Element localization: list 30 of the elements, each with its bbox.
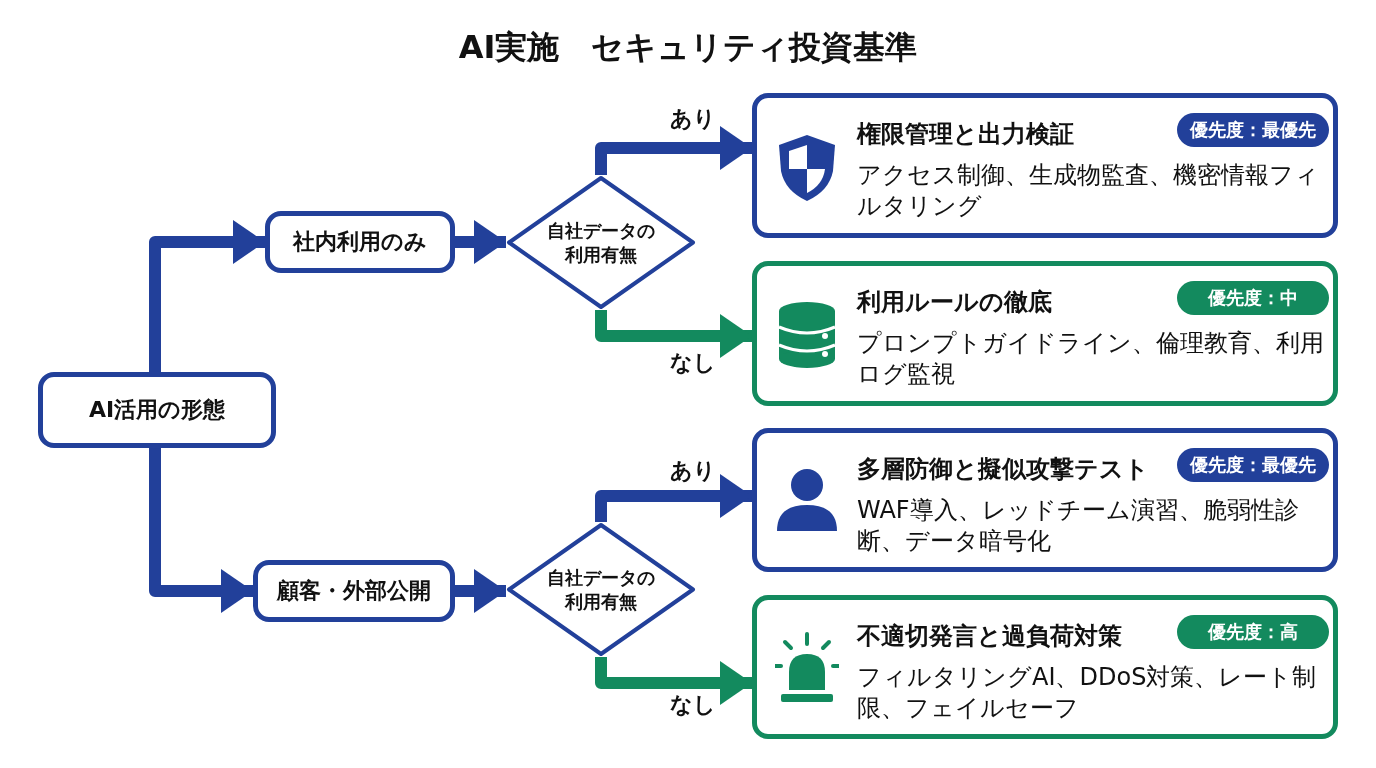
arrow: [455, 569, 506, 613]
arrow: [595, 126, 752, 175]
card-heading: 多層防御と擬似攻撃テスト: [857, 454, 1149, 485]
result-card: [752, 595, 1338, 739]
arrow: [149, 448, 253, 613]
decision-diamond: 自社データの利用有無: [506, 175, 696, 310]
card-description: プロンプトガイドライン、倫理教育、利用ログ監視: [857, 328, 1325, 391]
card-description: WAF導入、レッドチーム演習、脆弱性診断、データ暗号化: [857, 495, 1300, 558]
arrow: [595, 310, 752, 358]
process-box: 顧客・外部公開: [253, 560, 455, 622]
arrow: [595, 474, 752, 522]
arrow: [455, 220, 506, 264]
result-card: [752, 93, 1338, 238]
arrow: [149, 220, 265, 372]
process-box: 社内利用のみ: [265, 211, 455, 273]
priority-badge: 優先度：高: [1177, 615, 1329, 649]
priority-badge: 優先度：最優先: [1177, 113, 1329, 147]
process-box: AI活用の形態: [38, 372, 276, 448]
card-heading: 不適切発言と過負荷対策: [857, 621, 1122, 652]
priority-badge: 優先度：中: [1177, 281, 1329, 315]
card-description: フィルタリングAI、DDoS対策、レート制限、フェイルセーフ: [857, 662, 1318, 725]
card-heading: 利用ルールの徹底: [857, 287, 1052, 318]
result-card: [752, 428, 1338, 572]
arrow: [595, 657, 752, 705]
title: AI実施 セキュリティ投資基準: [457, 27, 919, 68]
decision-diamond: 自社データの利用有無: [506, 522, 696, 657]
card-heading: 権限管理と出力検証: [857, 119, 1074, 150]
card-description: アクセス制御、生成物監査、機密情報フィルタリング: [857, 160, 1320, 223]
priority-badge: 優先度：最優先: [1177, 448, 1329, 482]
result-card: [752, 261, 1338, 406]
